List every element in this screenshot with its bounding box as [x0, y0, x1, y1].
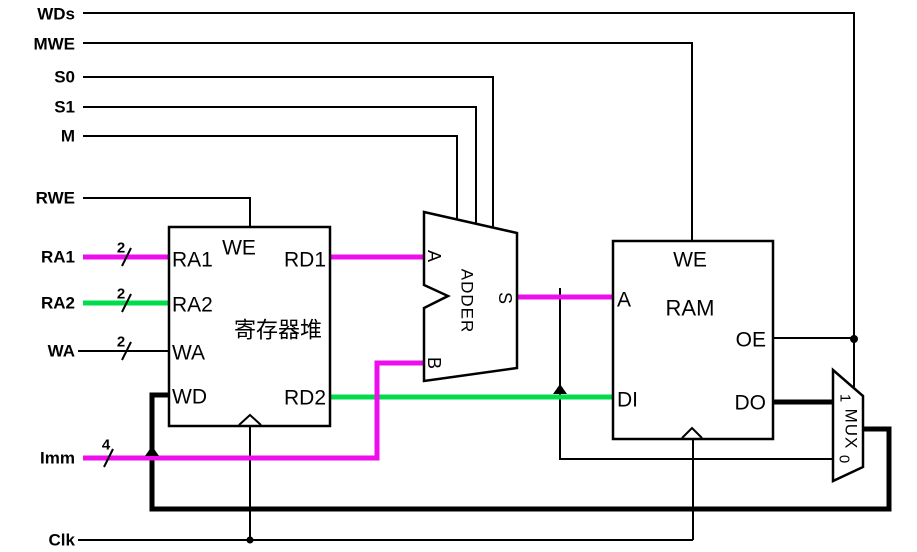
imm-wd-junction-arrow: [145, 446, 159, 456]
s1-wire: [83, 106, 477, 226]
ram-a-port: A: [617, 289, 631, 312]
ra2-bus-slash: [121, 293, 132, 313]
wds-wire: [83, 12, 855, 387]
ra1-bus-width: 2: [117, 240, 125, 257]
mux-labels: 1 0 MUX: [836, 394, 861, 463]
wa-bus-width: 2: [117, 334, 125, 351]
ra1-label: RA1: [41, 248, 75, 267]
ram-labels: WE A DI OE DO RAM: [617, 249, 766, 415]
mux-block: [831, 367, 865, 483]
control-wires: [78, 12, 855, 541]
s0-label: S0: [54, 68, 75, 87]
ra2-label: RA2: [41, 294, 75, 313]
branch-di-junction-arrow: [553, 384, 567, 394]
adder-name: ADDER: [458, 269, 477, 334]
ram-we-port: WE: [673, 249, 707, 272]
bus-width-labels: 2 2 2 4: [102, 240, 125, 454]
regfile-wd-port: WD: [172, 386, 207, 409]
rwe-label: RWE: [36, 189, 75, 208]
wa-bus-slash: [121, 341, 132, 361]
ram-name: RAM: [666, 296, 715, 321]
regfile-wa-port: WA: [172, 342, 205, 365]
junction-markers: [145, 335, 858, 544]
imm-wire: [83, 360, 424, 461]
bus-width-marks: [103, 247, 132, 468]
s1-label: S1: [54, 98, 75, 117]
adder-s-branch-wire: [559, 288, 833, 460]
adder-block: [422, 210, 519, 383]
imm-label: Imm: [40, 449, 75, 468]
clk-label: Clk: [49, 531, 76, 550]
adder-s-port: S: [495, 292, 515, 304]
clk-junction-dot: [246, 536, 254, 544]
wds-label: WDs: [37, 5, 75, 24]
mwe-label: MWE: [33, 35, 75, 54]
ram-oe-port: OE: [736, 329, 766, 352]
data-wires-black: [149, 392, 892, 512]
ram-clock-chevron: [681, 426, 703, 439]
ram-di-port: DI: [617, 389, 638, 412]
adder-b-port: B: [424, 357, 444, 369]
imm-bus-slash: [103, 448, 114, 468]
register-file-clock-chevron: [238, 413, 262, 426]
register-file-labels: WE RA1 RA2 WA WD RD1 RD2 寄存器堆: [172, 237, 326, 410]
regfile-ra1-port: RA1: [172, 249, 213, 272]
wa-label: WA: [48, 342, 75, 361]
regfile-rd1-port: RD1: [284, 249, 326, 272]
imm-bus-width: 4: [102, 437, 111, 454]
ram-block: [611, 239, 775, 441]
register-file-block: [167, 225, 332, 428]
regfile-name: 寄存器堆: [234, 318, 322, 343]
m-label: M: [61, 127, 75, 146]
rwe-wire: [83, 197, 251, 226]
oe-wds-junction-dot: [850, 335, 858, 343]
external-signal-labels: WDs MWE S0 S1 M RWE RA1 RA2 WA Imm Clk: [33, 5, 75, 550]
mux-output-feedback-wire: [149, 392, 892, 512]
regfile-ra2-port: RA2: [172, 294, 213, 317]
s0-wire: [83, 76, 494, 230]
ra1-bus-slash: [121, 247, 132, 267]
adder-labels: A B S ADDER: [424, 250, 515, 369]
ra2-bus-width: 2: [117, 286, 125, 303]
adder-a-port: A: [424, 250, 444, 262]
regfile-rd2-port: RD2: [284, 387, 326, 410]
mwe-wire: [83, 42, 693, 240]
mux-input-0-label: 0: [836, 455, 853, 463]
m-wire: [83, 135, 458, 221]
blocks: [167, 210, 865, 483]
data-wires-magenta: [83, 254, 613, 461]
mux-input-1-label: 1: [837, 394, 854, 402]
regfile-we-port: WE: [222, 237, 256, 260]
mux-name: MUX: [842, 409, 861, 450]
ram-do-port: DO: [735, 392, 767, 415]
